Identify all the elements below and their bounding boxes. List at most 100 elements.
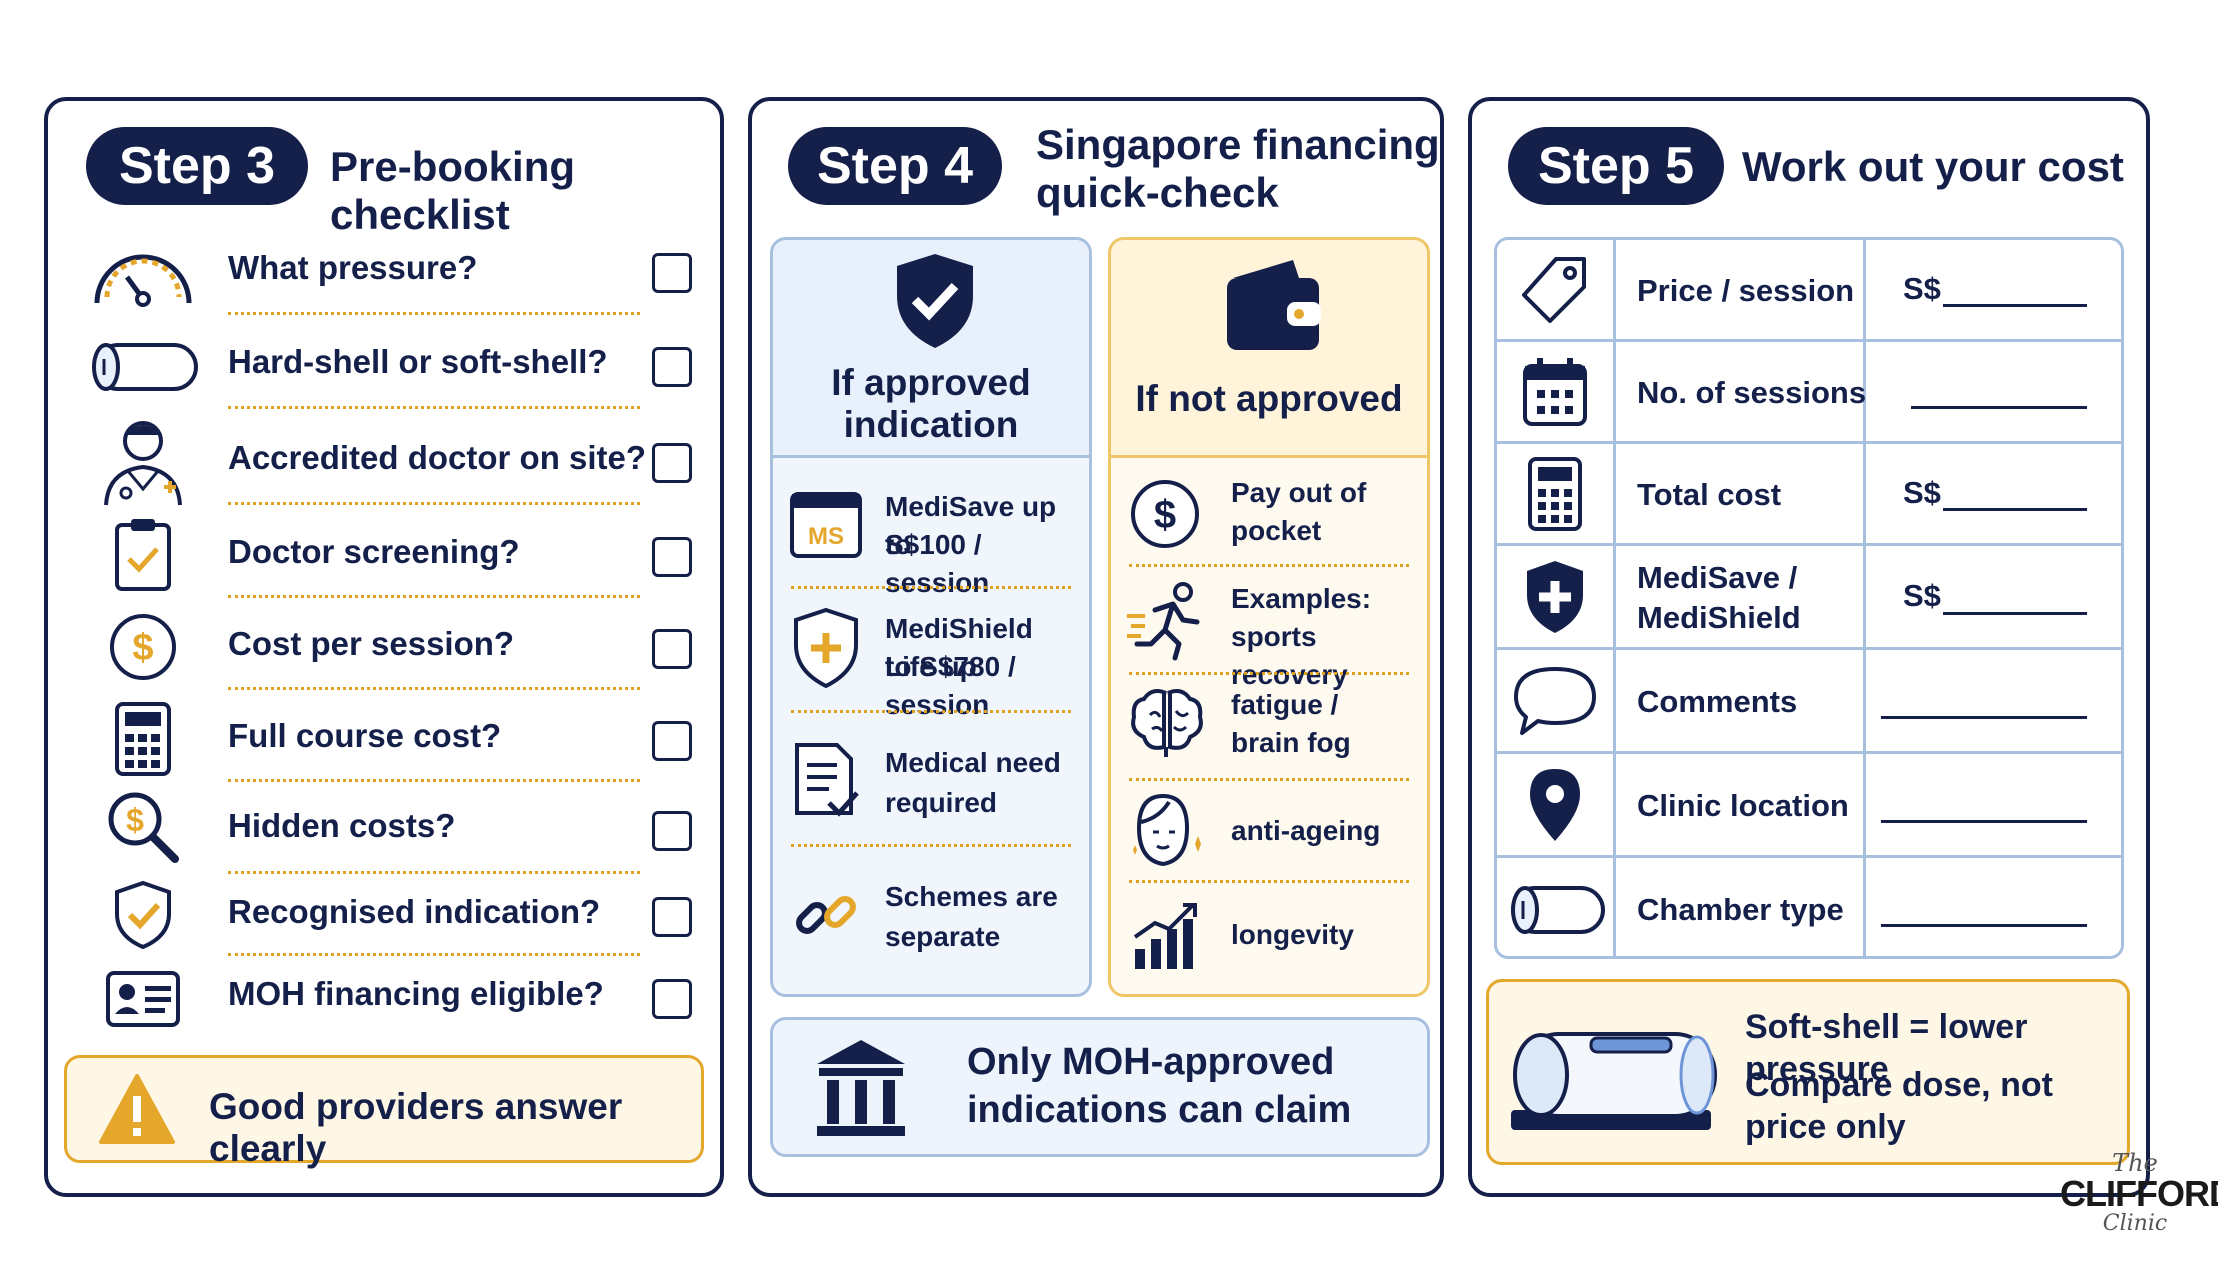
not-approved-title: If not approved [1135, 378, 1403, 419]
table-row: Price / session S$ [1497, 240, 2121, 342]
shield-check-icon [88, 875, 198, 955]
note-text: Good providers answer clearly [209, 1086, 623, 1169]
moh-banner: Only MOH-approved indications can claim [770, 1017, 1430, 1157]
sessions-field[interactable] [1911, 406, 2087, 409]
clipboard-check-icon [88, 515, 198, 595]
id-card-icon [88, 959, 198, 1039]
not-approved-column: If not approved $ Pay out of pocket Exam… [1108, 237, 1430, 997]
table-row: Comments [1497, 650, 2121, 754]
row-label: Clinic location [1637, 788, 1849, 823]
providers-note: Good providers answer clearly [64, 1055, 704, 1169]
location-pin-icon [1497, 754, 1613, 855]
soft-chamber-icon [1501, 1014, 1731, 1153]
divider [228, 687, 640, 690]
checkbox-doctor[interactable] [652, 443, 692, 483]
document-check-icon [791, 740, 861, 824]
table-row: Total cost S$ [1497, 444, 2121, 546]
total-cost-field[interactable] [1943, 508, 2087, 511]
approved-row-line2: separate [885, 921, 1001, 952]
growth-chart-icon [1129, 900, 1205, 972]
calendar-icon [1497, 342, 1613, 441]
svg-text:$: $ [1154, 493, 1176, 537]
warning-icon [97, 1072, 177, 1151]
checklist-label: Hard-shell or soft-shell? [228, 343, 608, 380]
pressure-gauge-icon [88, 233, 198, 313]
clinic-location-field[interactable] [1881, 820, 2087, 823]
step5-badge: Step 5 [1508, 127, 1724, 205]
calculator-icon [88, 699, 198, 779]
not-approved-row-line1: longevity [1231, 919, 1354, 950]
svg-text:$: $ [132, 627, 153, 669]
row-label: MediSave / [1637, 560, 1798, 595]
approved-row-line1: MediSave up to [885, 491, 1057, 560]
price-session-field[interactable] [1943, 304, 2087, 307]
checkbox-moh-financing[interactable] [652, 979, 692, 1019]
step4-badge: Step 4 [788, 127, 1002, 205]
checkbox-screening[interactable] [652, 537, 692, 577]
not-approved-row-line2: pocket [1231, 515, 1322, 546]
chamber-icon [1497, 858, 1613, 956]
table-row: No. of sessions [1497, 342, 2121, 444]
row-label-line2: MediShield [1637, 600, 1801, 635]
approved-row-line2: to S$780 / session [885, 651, 1016, 720]
dollar-coin-icon: $ [88, 607, 198, 687]
price-tag-icon [1497, 240, 1613, 339]
step3-title: Pre-booking checklist [330, 143, 576, 238]
svg-text:MS: MS [808, 523, 844, 550]
approved-row-line2: required [885, 787, 998, 818]
divider [228, 502, 640, 505]
dollar-coin-icon: $ [1127, 476, 1203, 552]
row-label: Comments [1637, 684, 1798, 719]
shield-plus-icon [791, 606, 861, 690]
tip-line3: price only [1745, 1108, 1906, 1146]
approved-row-line1: Schemes are [885, 881, 1058, 912]
brain-icon [1129, 686, 1205, 760]
divider [228, 779, 640, 782]
checkbox-cost-session[interactable] [652, 629, 692, 669]
approved-row-line1: MediShield Life up [885, 613, 1033, 682]
checkbox-shell-type[interactable] [652, 347, 692, 387]
divider [228, 953, 640, 956]
approved-column: If approved indication MS MediSave up to… [770, 237, 1092, 997]
speech-bubble-icon [1497, 650, 1613, 751]
banner-line2: indications can claim [967, 1089, 1352, 1131]
approved-row-line1: Medical need [885, 747, 1061, 778]
table-row: Clinic location [1497, 754, 2121, 858]
currency-label: S$ [1903, 271, 1941, 306]
divider [228, 406, 640, 409]
shield-check-icon [893, 252, 977, 355]
checklist-label: Recognised indication? [228, 893, 601, 930]
column-divider [1863, 240, 1866, 956]
bank-icon [815, 1038, 907, 1145]
step5-title: Work out your cost [1742, 143, 2124, 190]
runner-icon [1125, 580, 1209, 661]
checklist-label: Doctor screening? [228, 533, 520, 570]
step4-title-line2: quick-check [1036, 169, 1279, 216]
checkbox-hidden-costs[interactable] [652, 811, 692, 851]
checkbox-pressure[interactable] [652, 253, 692, 293]
not-approved-row-line2: sports recovery [1231, 621, 1348, 690]
divider [228, 871, 640, 874]
divider [791, 844, 1071, 847]
not-approved-header: If not approved [1111, 240, 1427, 458]
row-label: Chamber type [1637, 892, 1844, 927]
row-label: Total cost [1637, 477, 1782, 512]
divider [1129, 880, 1409, 883]
tip-line2: Compare dose, not [1745, 1066, 2053, 1104]
row-label: No. of sessions [1637, 375, 1867, 410]
step4-panel: Step 4 Singapore financing quick-check I… [748, 97, 1444, 1197]
not-approved-row-line1: Examples: [1231, 583, 1372, 614]
approved-header: If approved indication [773, 240, 1089, 458]
row-label: Price / session [1637, 273, 1855, 308]
medisave-field[interactable] [1943, 612, 2087, 615]
not-approved-row-line2: brain fog [1231, 727, 1351, 758]
logo-line3: Clinic [2102, 1211, 2168, 1236]
tip-box: Soft-shell = lower pressure Compare dose… [1486, 979, 2130, 1165]
checkbox-full-course[interactable] [652, 721, 692, 761]
checkbox-indication[interactable] [652, 897, 692, 937]
checklist-label: Full course cost? [228, 717, 502, 754]
column-divider [1613, 240, 1616, 956]
chamber-type-field[interactable] [1881, 924, 2087, 927]
comments-field[interactable] [1881, 716, 2087, 719]
approved-title-line1: If approved [831, 362, 1031, 403]
